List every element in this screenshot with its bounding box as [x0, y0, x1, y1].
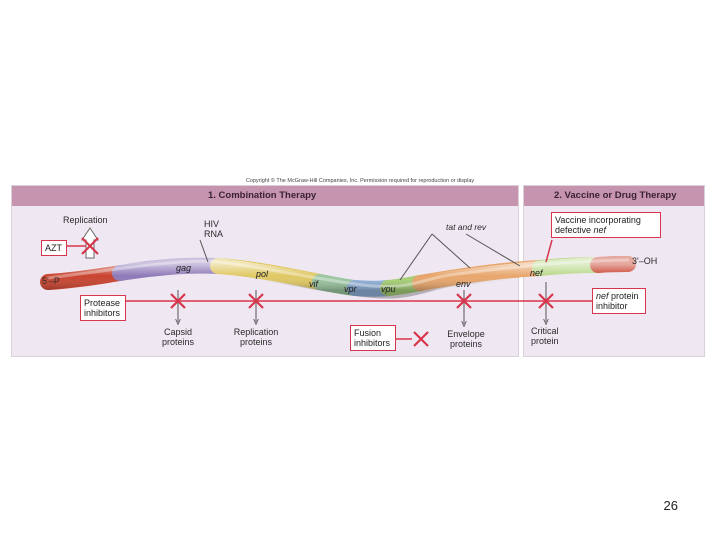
fusion-line-1: Fusion: [354, 328, 382, 338]
envelope-proteins-label: Envelope proteins: [438, 329, 494, 349]
envelope-line-1: Envelope: [447, 329, 485, 339]
gene-label-gag: gag: [176, 263, 191, 273]
envelope-line-2: proteins: [449, 339, 483, 349]
copyright-notice: Copyright © The McGraw-Hill Companies, I…: [245, 178, 475, 184]
nefinh-line-2: inhibitor: [596, 301, 628, 311]
capsid-proteins-label: Capsid proteins: [150, 327, 206, 347]
critical-line-2: protein: [531, 336, 559, 346]
vaccine-text-nef: nef: [593, 225, 607, 235]
gene-label-pol: pol: [255, 269, 269, 279]
critical-protein-label: Critical protein: [531, 326, 559, 346]
x-mark-azt: [81, 237, 99, 255]
vaccine-text-defective: defective: [555, 225, 594, 235]
capsid-line-1: Capsid: [163, 327, 192, 337]
protease-inhibitors-box: Protease inhibitors: [80, 295, 126, 321]
gene-label-nef: nef: [530, 268, 544, 278]
replication-proteins-label: Replication proteins: [224, 327, 288, 347]
nefinh-text-nef: nef: [596, 291, 609, 301]
hiv-rna-line-2: RNA: [204, 229, 224, 239]
hiv-rna-line-1: HIV: [204, 219, 220, 229]
vaccine-line-1: Vaccine incorporating: [555, 215, 641, 225]
critical-line-1: Critical: [531, 326, 559, 336]
panel-title: 1. Combination Therapy: [12, 186, 518, 206]
nefinh-text-protein: protein: [608, 291, 639, 301]
replication-arrow: [81, 227, 99, 259]
gene-label-vif: vif: [309, 279, 319, 289]
capsid-line-2: proteins: [161, 337, 195, 347]
tat-rev-label: tat and rev: [446, 222, 487, 232]
page-number: 26: [663, 498, 678, 513]
x-mark-envelope: [456, 293, 472, 309]
nefinh-line-1: nef protein: [596, 291, 642, 301]
gene-label-vpr: vpr: [344, 284, 358, 294]
three-prime-label: 3'–OH: [632, 256, 658, 266]
nef-inhibitor-box: nef protein inhibitor: [592, 288, 646, 314]
fusion-line-2: inhibitors: [354, 338, 391, 348]
x-mark-replication: [248, 293, 264, 309]
x-mark-fusion: [413, 331, 429, 347]
vaccine-box: Vaccine incorporating defective nef: [551, 212, 661, 238]
rna-strand: [40, 256, 636, 299]
x-mark-nef: [538, 293, 554, 309]
repl-prot-line-1: Replication: [233, 327, 279, 337]
five-prime-label: 5'–P: [42, 276, 60, 286]
gene-label-vpu: vpu: [381, 284, 396, 294]
replication-label: Replication: [63, 215, 108, 225]
gene-label-env: env: [456, 279, 471, 289]
repl-prot-line-2: proteins: [239, 337, 273, 347]
panel-title: 2. Vaccine or Drug Therapy: [524, 186, 704, 206]
fusion-inhibitors-box: Fusion inhibitors: [350, 325, 396, 351]
x-mark-capsid: [170, 293, 186, 309]
vaccine-line-2: defective nef: [555, 225, 657, 235]
protease-line-1: Protease: [84, 298, 121, 308]
protease-line-2: inhibitors: [84, 308, 121, 318]
hiv-rna-label: HIV RNA: [204, 219, 223, 239]
azt-box: AZT: [41, 240, 67, 256]
